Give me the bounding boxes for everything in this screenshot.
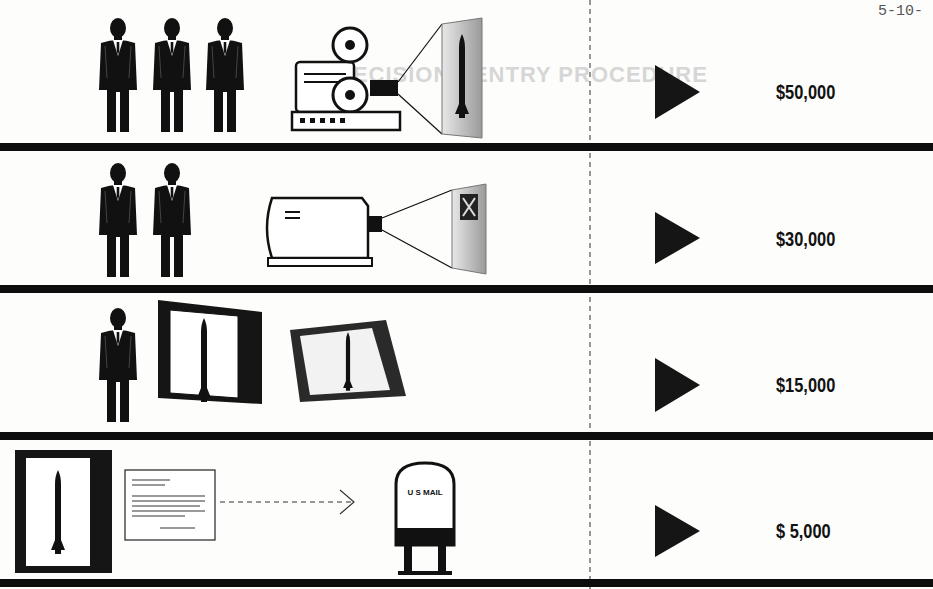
divider-line bbox=[590, 0, 591, 589]
report-book bbox=[290, 320, 406, 402]
projection-screen bbox=[452, 184, 486, 274]
open-book bbox=[158, 300, 262, 404]
page-number: 5-10- bbox=[878, 4, 923, 19]
mail-arrow bbox=[220, 490, 354, 514]
cost-amount: $30,000 bbox=[776, 229, 835, 249]
mailbox-label: U S MAIL bbox=[397, 489, 453, 497]
pointer-triangle bbox=[655, 212, 700, 264]
people-three bbox=[99, 18, 244, 132]
pointer-triangle bbox=[655, 505, 700, 557]
people-two bbox=[99, 163, 191, 277]
projection-screen bbox=[442, 18, 482, 138]
person-one bbox=[99, 308, 137, 422]
cost-amount: $15,000 bbox=[776, 375, 835, 395]
slide-projector bbox=[267, 198, 382, 266]
projection-beam bbox=[382, 190, 452, 268]
cost-amount: $50,000 bbox=[776, 82, 835, 102]
pointer-triangle bbox=[655, 358, 700, 412]
letter bbox=[125, 470, 215, 540]
mailbox bbox=[396, 463, 454, 575]
separator-bars bbox=[0, 143, 933, 587]
report-book bbox=[15, 450, 112, 573]
cost-amount: $ 5,000 bbox=[776, 521, 831, 541]
